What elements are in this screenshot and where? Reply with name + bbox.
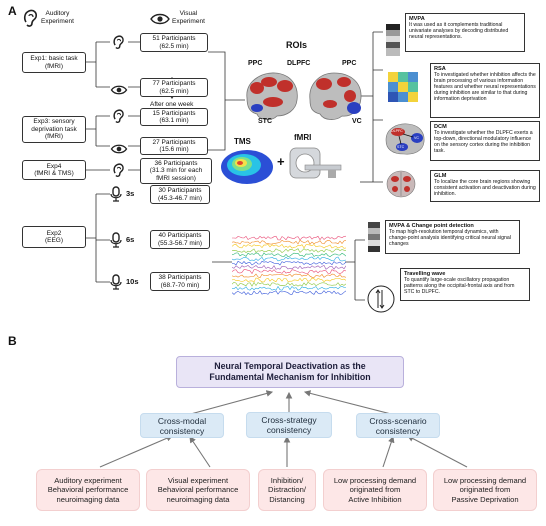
fmri-label: fMRI [294, 133, 312, 142]
brain-right-image [306, 70, 364, 129]
analysis-mvpa-change-point: MVPA & Change point detection To map hig… [385, 220, 520, 254]
microphone-icon [110, 274, 122, 295]
microphone-icon [110, 186, 122, 207]
analysis-travelling-wave: Travelling wave To quantify large-scale … [400, 268, 530, 301]
ear-icon [22, 8, 40, 33]
dcm-brain-icon [384, 122, 426, 161]
exp3-auditory-participants: 15 Participants (63.1 min) [140, 108, 208, 126]
brain-left-image [243, 70, 301, 129]
ear-icon [112, 108, 126, 129]
visual-evidence-box: Visual experiment Behavioral performance… [146, 469, 250, 511]
exp4-participants: 36 Participants (31.3 min for each fMRI … [140, 158, 212, 184]
plus-sign: + [277, 154, 285, 169]
mri-scanner-image [288, 144, 344, 187]
eeg-trace [232, 285, 346, 291]
analysis-rsa-title: RSA [434, 66, 446, 72]
exp2-duration-6s: 6s [126, 235, 135, 244]
eeg-trace [232, 235, 346, 241]
microphone-icon [110, 232, 122, 253]
cross-strategy-box: Cross-strategy consistency [246, 412, 332, 438]
eeg-trace [232, 248, 346, 253]
travelling-wave-icon [366, 284, 396, 319]
exp2-duration-3s: 3s [126, 189, 135, 198]
analysis-dcm-title: DCM [434, 124, 447, 130]
eeg-trace [232, 264, 346, 270]
exp1-auditory-participants: 51 Participants (62.5 min) [140, 33, 208, 52]
mvpa-matrix-icon [386, 24, 400, 61]
exp1-visual-participants: 77 Participants (62.5 min) [140, 78, 208, 97]
mvpa-cpd-matrix-icon [368, 222, 380, 257]
rsa-matrix-icon [388, 72, 418, 107]
roi-ppc-left: PPC [248, 60, 263, 67]
exp2-participants-6s: 40 Participants (55.3-56.7 min) [150, 230, 210, 249]
eeg-trace [232, 256, 346, 262]
analysis-travelling-wave-title: Travelling wave [404, 271, 446, 277]
roi-ppc-right: PPC [342, 60, 357, 67]
eeg-trace [232, 239, 346, 245]
analysis-mvpa-text: It was used as it complements traditiona… [409, 22, 509, 41]
analysis-mvpa-cpd-text: To map high-resolution temporal dynamics… [389, 229, 511, 248]
eye-icon [110, 141, 128, 159]
cross-scenario-box: Cross-scenario consistency [356, 413, 440, 438]
eeg-trace [232, 243, 346, 249]
analysis-dcm: DCM To investigate whether the DLPFC exe… [430, 121, 540, 161]
analysis-rsa: RSA To investigated whether inhibition a… [430, 63, 540, 118]
analysis-rsa-text: To investigated whether inhibition affec… [434, 72, 536, 103]
eeg-trace [232, 290, 346, 296]
glm-brain-icon [386, 170, 416, 203]
analysis-mvpa-title: MVPA [409, 16, 425, 22]
roi-stc: STC [258, 118, 272, 125]
roi-dlpfc: DLPFC [287, 60, 311, 67]
ear-icon [112, 162, 126, 183]
exp2-participants-3s: 30 Participants (45.3-46.7 min) [150, 185, 210, 204]
auditory-evidence-box: Auditory experiment Behavioral performan… [36, 469, 140, 511]
auditory-header: Auditory Experiment [41, 10, 74, 25]
eeg-traces-image [232, 235, 346, 296]
active-inhibition-box: Low processing demand originated from Ac… [323, 469, 427, 511]
eeg-trace [232, 273, 346, 279]
analysis-glm-title: GLM [434, 173, 447, 179]
rois-title: ROIs [286, 40, 308, 50]
eeg-trace [232, 269, 346, 275]
analysis-dcm-text: To investigate whether the DLPFC exerts … [434, 130, 533, 155]
analysis-glm: GLM To localize the core brain regions s… [430, 170, 540, 202]
exp3-visual-participants: 27 Participants (15.6 min) [140, 137, 208, 155]
eeg-trace [232, 281, 346, 287]
dcm-dlpfc-label: DLPFC [391, 129, 403, 133]
visual-header: Visual Experiment [172, 10, 205, 25]
after-one-week: After one week [150, 101, 194, 108]
exp3-box: Exp3: sensory deprivation task (fMRI) [22, 116, 86, 143]
eeg-trace [232, 252, 346, 258]
analysis-glm-text: To localize the core brain regions showi… [434, 179, 536, 198]
analysis-mvpa-cpd-title: MVPA & Change point detection [389, 223, 474, 229]
cross-modal-box: Cross-modal consistency [140, 413, 224, 438]
exp1-box: Exp1: basic task (fMRI) [22, 52, 86, 73]
ear-icon [112, 34, 126, 55]
roi-vc: VC [352, 118, 362, 125]
dcm-stc-label: STC [397, 145, 405, 149]
exp4-box: Exp4 (fMRI & TMS) [22, 160, 86, 180]
exp2-duration-10s: 10s [126, 277, 139, 286]
eye-icon [150, 12, 170, 30]
analysis-mvpa: MVPA It was used as it complements tradi… [405, 13, 525, 52]
eeg-trace [232, 260, 346, 266]
panel-a-label: A [8, 4, 17, 18]
tms-label: TMS [234, 137, 251, 146]
exp2-participants-10s: 38 Participants (68.7-70 min) [150, 272, 210, 291]
tms-brain-image [220, 148, 274, 191]
eeg-trace [232, 277, 346, 283]
dcm-vc-label: VC [414, 136, 419, 140]
exp2-box: Exp2 (EEG) [22, 226, 86, 248]
analysis-travelling-wave-text: To quantify large-scale oscillatory prop… [404, 277, 515, 296]
conclusion-box: Neural Temporal Deactivation as the Fund… [176, 356, 404, 388]
eye-icon [110, 82, 128, 100]
strategy-evidence-box: Inhibition/ Distraction/ Distancing [258, 469, 316, 511]
passive-deprivation-box: Low processing demand originated from Pa… [433, 469, 537, 511]
panel-b-label: B [8, 334, 17, 348]
